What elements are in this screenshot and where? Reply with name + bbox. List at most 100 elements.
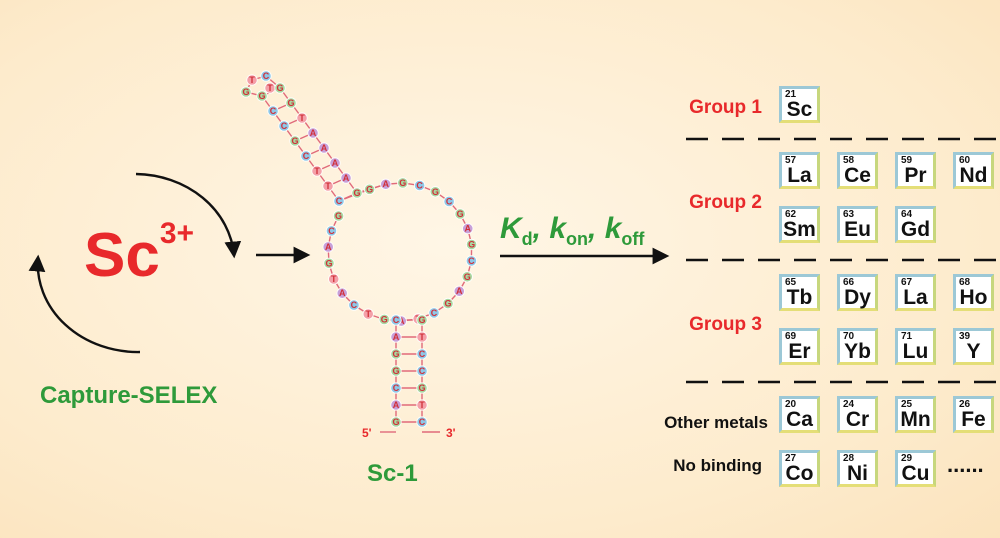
element-symbol: Ho: [959, 286, 988, 309]
nucleotide-T: [362, 308, 374, 320]
nucleotide-G: [289, 135, 301, 147]
nucleotide-letter: G: [325, 258, 332, 268]
nucleotide-letter: A: [332, 158, 339, 168]
nucleotide-letter: A: [393, 332, 400, 342]
nucleotide-G: [416, 382, 428, 394]
nucleotide-letter: G: [392, 349, 399, 359]
nucleotide-letter: G: [258, 91, 265, 101]
nucleotide-C: [267, 105, 279, 117]
nucleotide-A: [390, 399, 402, 411]
atomic-number: 20: [785, 399, 797, 410]
nucleotide-A: [453, 285, 465, 297]
nucleotide-C: [414, 179, 426, 192]
nucleotide-letter: G: [291, 136, 298, 146]
nucleotide-letter: A: [393, 400, 400, 410]
atomic-number: 24: [843, 399, 855, 410]
nucleotide-letter: G: [418, 383, 425, 393]
nucleotide-letter: C: [281, 121, 288, 131]
nucleotide-G: [285, 97, 297, 109]
nucleotide-T: [328, 273, 340, 285]
nucleotide-G: [256, 90, 268, 102]
nucleotide-letter: A: [339, 288, 346, 298]
nucleotide-letter: G: [432, 187, 439, 197]
nucleotide-letter: A: [321, 143, 328, 153]
nucleotide-letter: G: [353, 188, 360, 198]
nucleotide-T: [322, 180, 334, 192]
nucleotide-G: [390, 348, 402, 360]
nucleotide-letter: G: [464, 272, 471, 282]
nucleotide-G: [363, 183, 376, 195]
nucleotide-letter: G: [381, 314, 388, 324]
nucleotide-A: [380, 178, 392, 190]
nucleotide-G: [390, 416, 402, 428]
element-symbol: Fe: [961, 408, 986, 431]
nucleotide-letter: G: [444, 299, 451, 309]
atomic-number: 70: [843, 331, 855, 342]
element-symbol: Tb: [786, 286, 813, 309]
target-ion-label: Sc3+: [84, 217, 195, 290]
atomic-number: 26: [959, 399, 971, 410]
nucleotide-G: [461, 271, 473, 283]
element-symbol: La: [903, 286, 928, 309]
nucleotide-letter: C: [468, 256, 475, 266]
nucleotide-C: [300, 150, 312, 162]
atomic-number: 68: [959, 277, 971, 288]
atomic-number: 39: [959, 331, 971, 342]
atomic-number: 27: [785, 453, 797, 464]
method-label: Capture-SELEX: [40, 382, 218, 409]
element-symbol: Lu: [902, 340, 929, 363]
element-symbol: Sm: [783, 218, 816, 241]
nucleotide-G: [323, 257, 335, 269]
nucleotide-C: [325, 225, 338, 237]
atomic-number: 21: [785, 89, 797, 100]
nucleotide-T: [296, 112, 308, 124]
nucleotide-G: [378, 313, 390, 326]
nucleotide-letter: C: [351, 300, 358, 310]
nucleotide-letter: C: [419, 417, 426, 427]
element-symbol: Dy: [844, 286, 871, 309]
nucleotide-letter: C: [431, 308, 438, 318]
nucleotide-A: [390, 331, 402, 343]
nucleotide-letter: G: [418, 315, 425, 325]
nucleotide-letter: T: [325, 181, 331, 191]
nucleotide-letter: G: [392, 417, 399, 427]
nucleotide-letter: G: [242, 87, 249, 97]
nucleotide-letter: C: [336, 196, 343, 206]
nucleotide-A: [322, 241, 334, 253]
nucleotide-C: [260, 70, 272, 82]
element-symbol: Ce: [844, 164, 871, 187]
nucleotide-letter: A: [383, 179, 390, 189]
nucleotide-G: [274, 82, 286, 94]
nucleotide-G: [390, 365, 402, 377]
group-2-label: Group 2: [689, 192, 762, 213]
nucleotide-letter: A: [456, 286, 463, 296]
nucleotide-letter: T: [419, 332, 425, 342]
more-elements-ellipsis: ......: [947, 452, 984, 477]
nucleotide-G: [429, 186, 441, 198]
nucleotide-C: [333, 195, 345, 207]
nucleotide-G: [465, 238, 478, 251]
atomic-number: 67: [901, 277, 913, 288]
nucleotide-letter: T: [331, 274, 337, 284]
nucleotide-G: [416, 314, 428, 326]
nucleotide-letter: C: [263, 71, 270, 81]
nucleotide-letter: C: [270, 106, 277, 116]
atomic-number: 71: [901, 331, 913, 342]
nucleotide-letter: G: [399, 178, 406, 188]
nucleotide-letter: T: [314, 166, 320, 176]
nucleotide-letter: C: [416, 180, 423, 190]
